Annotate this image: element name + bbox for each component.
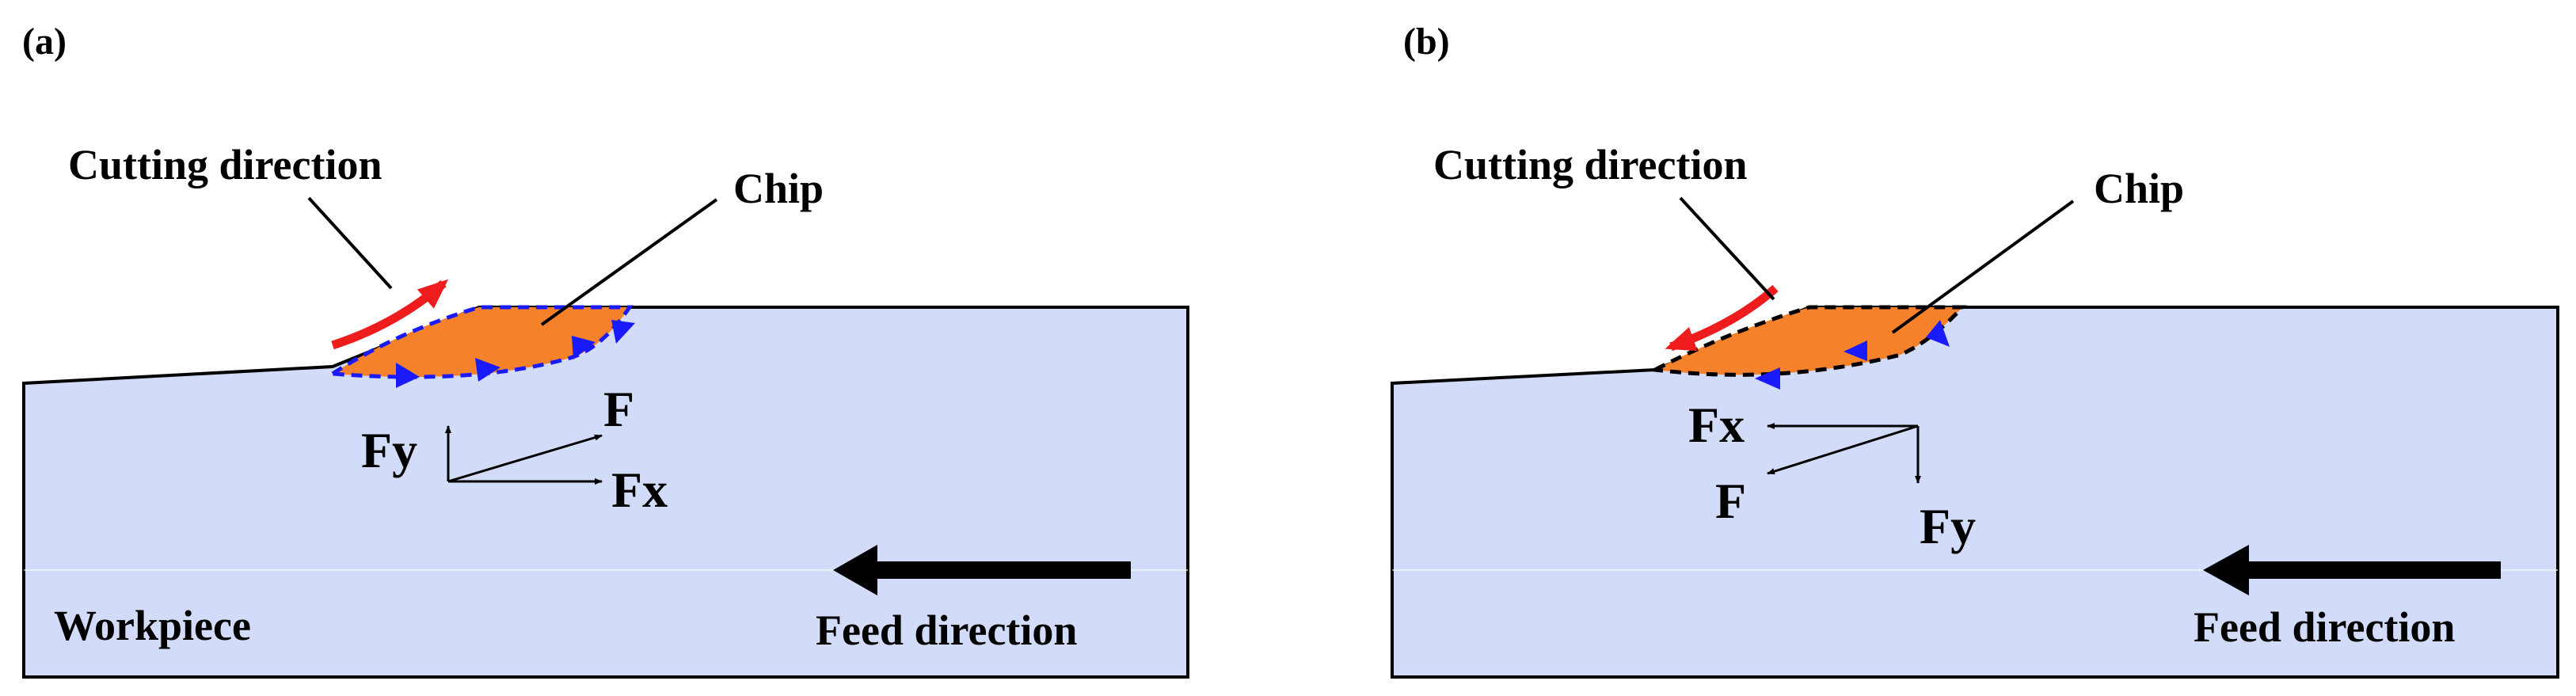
- panel-a-chip-leader: [540, 198, 718, 326]
- panel-a-fx-label: Fx: [611, 462, 668, 518]
- panel-a-flow-arrow-1: [396, 363, 420, 388]
- panel-a-workpiece: [22, 306, 1189, 679]
- panel-b-fx-label: Fx: [1688, 397, 1745, 453]
- panel-a-chip-label: Chip: [733, 165, 824, 212]
- panel-b-chip-label: Chip: [2094, 165, 2184, 212]
- panel-b-chip-leader: [1891, 200, 2075, 334]
- panel-b-cutting-leader: [1679, 196, 1775, 301]
- panel-a-cutting-arrow: [331, 279, 449, 350]
- panel-a: (a) Cutting direction Chip F Fx Fy Workp…: [22, 21, 1189, 679]
- panel-a-fy-label: Fy: [361, 422, 417, 478]
- panel-b-flow-arrow-3: [1755, 367, 1780, 390]
- panel-b-fy-label: Fy: [1920, 498, 1976, 554]
- panel-a-flow-arrow-3: [572, 336, 595, 359]
- panel-b-feed-label: Feed direction: [2194, 603, 2455, 651]
- panel-a-cutting-label: Cutting direction: [68, 141, 382, 188]
- panel-b-tag: (b): [1403, 21, 1450, 63]
- panel-a-flow-arrow-2: [475, 358, 500, 382]
- panel-a-f-label: F: [603, 381, 634, 437]
- panel-a-chip: [326, 305, 634, 379]
- panel-b-cutting-arrow: [1665, 284, 1779, 352]
- panel-a-tag: (a): [22, 21, 67, 63]
- panel-b-flow-arrow-2: [1844, 340, 1867, 361]
- panel-b-f-arrow: [1767, 424, 1919, 475]
- panel-b-feed-arrow-head: [2203, 545, 2249, 595]
- panel-b-flow-arrow-1: [1926, 320, 1950, 347]
- panel-a-feed-arrow-head: [833, 545, 877, 595]
- panel-b-chip: [1648, 305, 1967, 377]
- panel-b: (b) Cutting direction Chip Fx F Fy Feed …: [1391, 21, 2559, 679]
- panel-a-flow-arrow-4: [611, 320, 635, 344]
- panel-b-f-label: F: [1715, 473, 1746, 529]
- panel-a-f-arrow: [447, 434, 603, 483]
- panel-b-cutting-label: Cutting direction: [1433, 141, 1748, 188]
- panel-a-feed-label: Feed direction: [816, 607, 1077, 654]
- panel-a-workpiece-label: Workpiece: [54, 602, 251, 649]
- panel-a-cutting-leader: [307, 196, 393, 290]
